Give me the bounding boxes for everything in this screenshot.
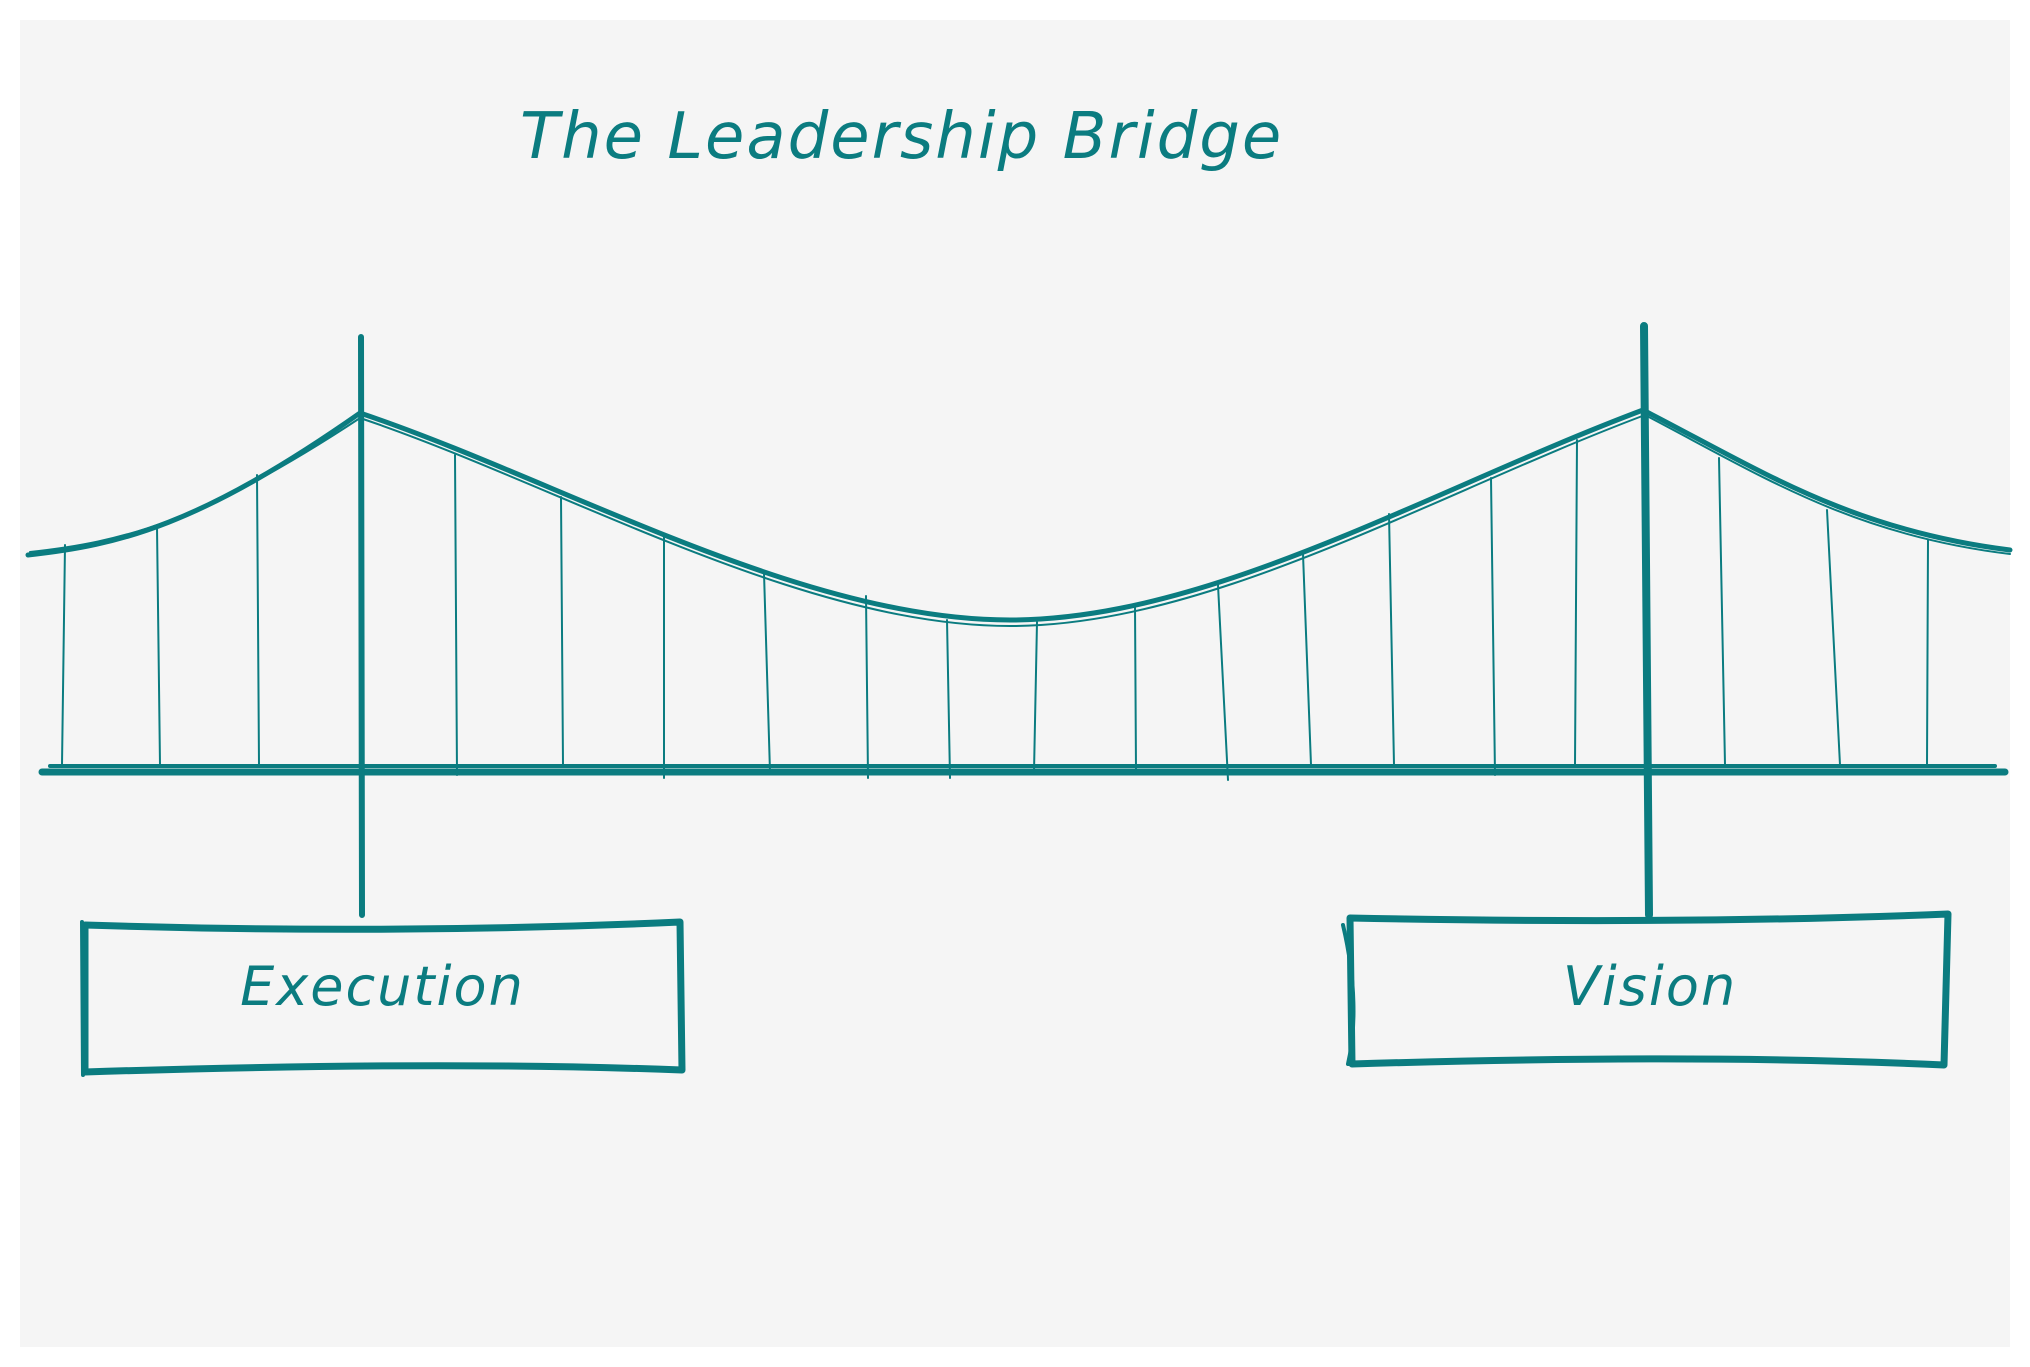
diagram-canvas [20,20,2010,1347]
vision-box [1346,910,1952,1069]
right-tower [1640,322,1653,919]
execution-label: Execution [240,955,525,1018]
main-cable-shadow [29,414,2011,627]
execution-box-edge [80,920,85,1077]
suspender-cables [61,439,1929,781]
diagram-title: The Leadership Bridge [520,100,1284,174]
main-cable [25,407,2013,623]
left-tower [358,334,365,918]
vision-box-edge [1341,923,1356,1066]
execution-box [81,918,686,1076]
vision-label: Vision [1562,955,1738,1018]
